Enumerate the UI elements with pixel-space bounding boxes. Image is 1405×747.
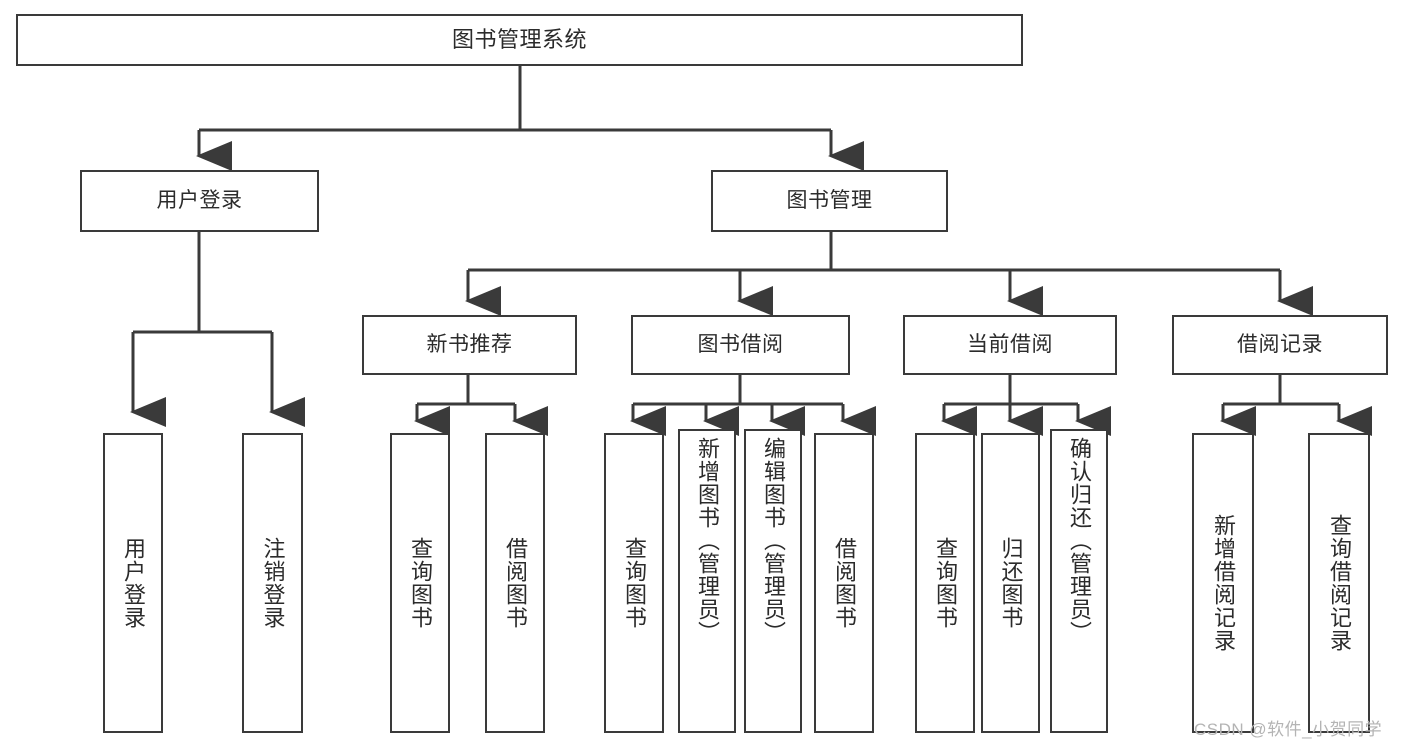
node-leaf-borrow-book-2[interactable]: 借阅图书	[814, 433, 874, 733]
node-leaf-borrow-book-1[interactable]: 借阅图书	[485, 433, 545, 733]
node-leaf-add-book[interactable]: 新增图书（管理员）	[678, 429, 736, 733]
node-leaf-query-book-3[interactable]: 查询图书	[915, 433, 975, 733]
node-label: 借阅图书	[502, 537, 528, 629]
node-label: 编辑图书（管理员）	[760, 437, 786, 644]
node-leaf-edit-book[interactable]: 编辑图书（管理员）	[744, 429, 802, 733]
node-label: 新书推荐	[426, 332, 513, 356]
node-label: 查询图书	[621, 537, 647, 629]
node-borrow-record[interactable]: 借阅记录	[1172, 315, 1388, 375]
node-label: 图书借阅	[697, 332, 784, 356]
node-label: 用户登录	[156, 188, 243, 212]
node-leaf-query-record[interactable]: 查询借阅记录	[1308, 433, 1370, 733]
node-user-login[interactable]: 用户登录	[80, 170, 319, 232]
node-leaf-confirm-return[interactable]: 确认归还（管理员）	[1050, 429, 1108, 733]
node-book-borrow[interactable]: 图书借阅	[631, 315, 850, 375]
node-label: 查询图书	[407, 537, 433, 629]
node-label: 归还图书	[998, 537, 1024, 629]
node-leaf-logout[interactable]: 注销登录	[242, 433, 303, 733]
node-leaf-query-book-1[interactable]: 查询图书	[390, 433, 450, 733]
node-leaf-return-book[interactable]: 归还图书	[981, 433, 1040, 733]
node-label: 用户登录	[120, 537, 146, 629]
node-label: 新增图书（管理员）	[694, 437, 720, 644]
node-root-system[interactable]: 图书管理系统	[16, 14, 1023, 66]
node-leaf-user-login[interactable]: 用户登录	[103, 433, 163, 733]
node-current-borrow[interactable]: 当前借阅	[903, 315, 1117, 375]
node-label: 当前借阅	[967, 332, 1053, 356]
node-new-book-recommend[interactable]: 新书推荐	[362, 315, 577, 375]
node-label: 图书管理	[786, 188, 873, 212]
node-book-manage[interactable]: 图书管理	[711, 170, 948, 232]
node-label: 图书管理系统	[451, 27, 587, 53]
csdn-watermark: CSDN @软件_小贺同学	[1194, 720, 1383, 739]
node-label: 新增借阅记录	[1210, 514, 1236, 652]
node-label: 确认归还（管理员）	[1066, 437, 1092, 644]
node-leaf-add-record[interactable]: 新增借阅记录	[1192, 433, 1254, 733]
node-label: 查询借阅记录	[1326, 514, 1352, 652]
node-leaf-query-book-2[interactable]: 查询图书	[604, 433, 664, 733]
node-label: 注销登录	[260, 537, 286, 629]
node-label: 借阅记录	[1237, 332, 1323, 356]
node-label: 借阅图书	[831, 537, 857, 629]
node-label: 查询图书	[932, 537, 958, 629]
